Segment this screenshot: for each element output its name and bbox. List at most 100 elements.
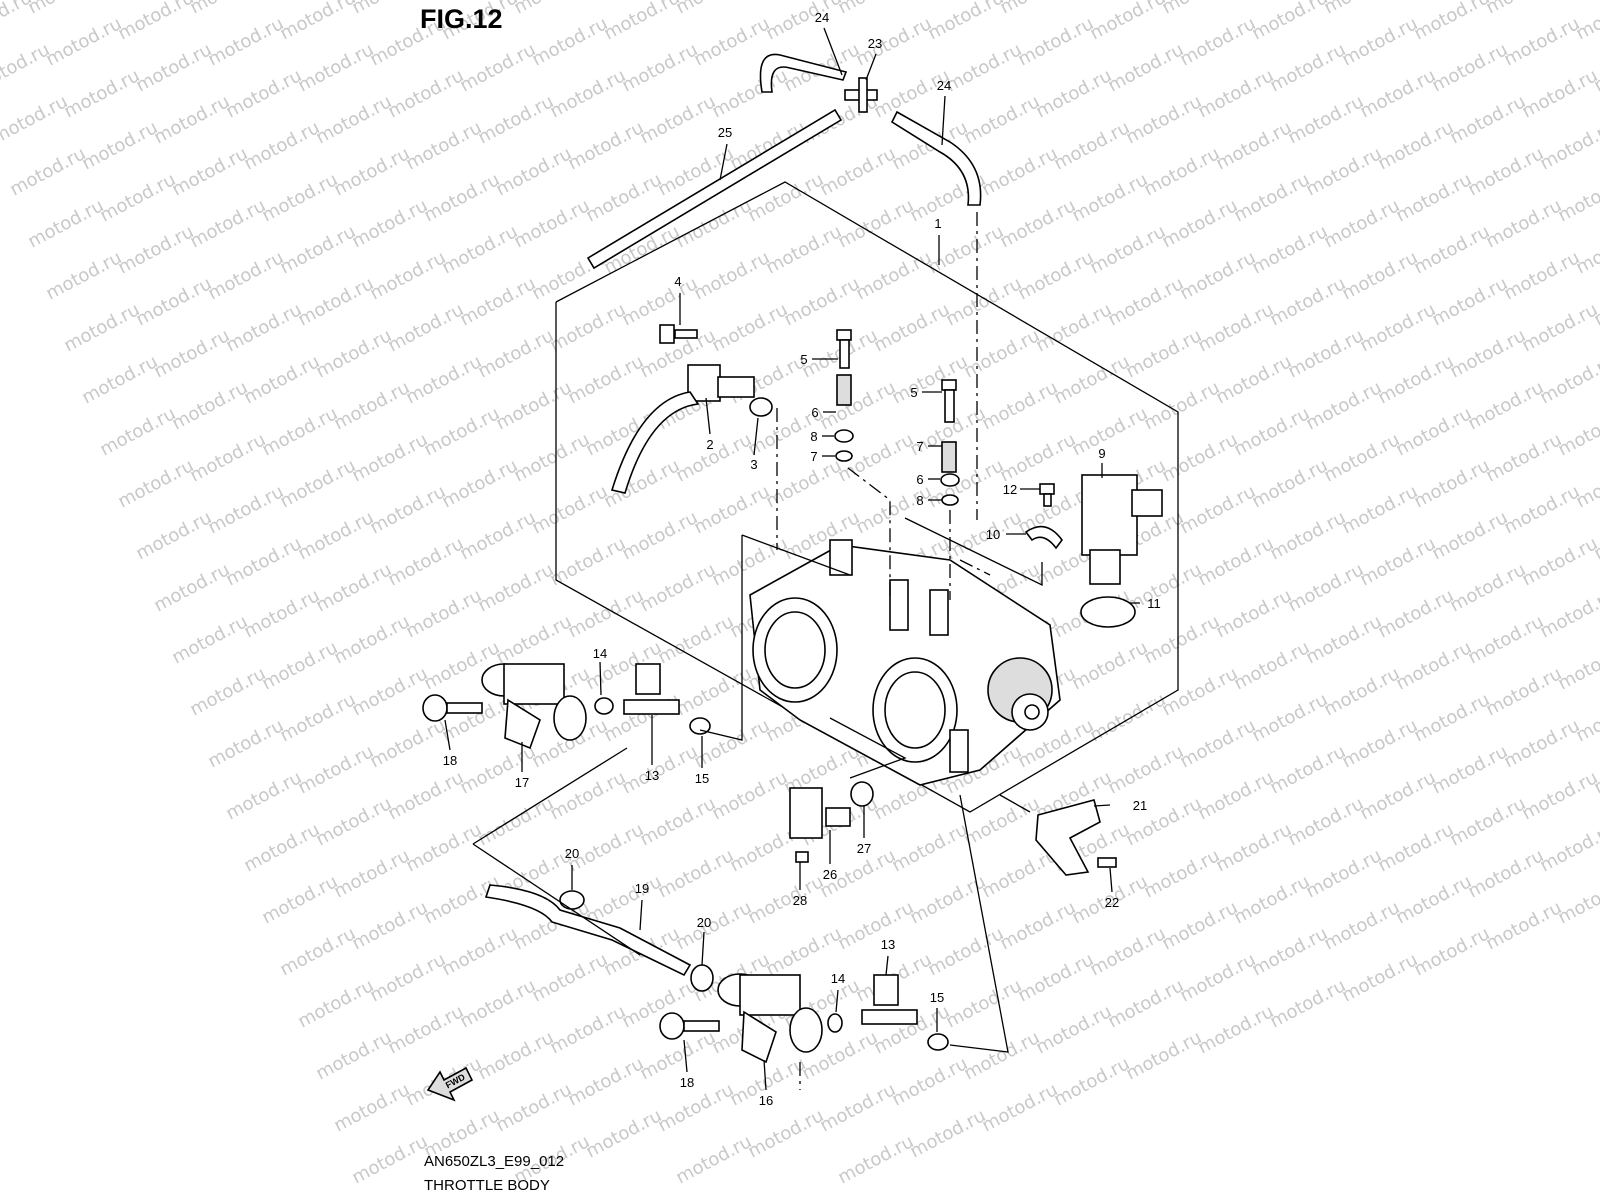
watermark-text: motod.ru [276,455,359,512]
watermark-text: motod.ru [348,195,431,252]
watermark-text: motod.ru [1374,585,1457,642]
watermark-text: motod.ru [1014,13,1097,70]
watermark-text: motod.ru [1302,845,1385,902]
watermark-text: motod.ru [1086,923,1169,980]
watermark-text: motod.ru [1176,715,1259,772]
leader-lines [444,27,1140,1091]
watermark-text: motod.ru [1158,663,1241,720]
watermark-text: motod.ru [1356,767,1439,824]
watermark-text: motod.ru [744,871,827,928]
watermark-text: motod.ru [1266,975,1349,1032]
watermark-text: motod.ru [1248,923,1331,980]
watermark-text: motod.ru [1122,1027,1205,1084]
watermark-text: motod.ru [654,845,737,902]
watermark-text: motod.ru [96,169,179,226]
callout-3: 3 [750,457,757,472]
watermark-text: motod.ru [204,13,287,70]
watermark-text: motod.ru [546,767,629,824]
watermark-text: motod.ru [6,143,89,200]
watermark-text: motod.ru [924,0,1007,44]
watermark-text: motod.ru [1068,169,1151,226]
watermark-text: motod.ru [1554,403,1600,460]
watermark-text: motod.ru [150,91,233,148]
watermark-text: motod.ru [1086,689,1169,746]
watermark-text: motod.ru [834,0,917,18]
watermark-text: motod.ru [312,1027,395,1084]
watermark-text: motod.ru [1446,793,1529,850]
watermark-text: motod.ru [384,533,467,590]
watermark-text: motod.ru [492,1079,575,1136]
watermark-text: motod.ru [1500,481,1583,538]
watermark-text: motod.ru [366,715,449,772]
watermark-text: motod.ru [402,585,485,642]
watermark-text: motod.ru [420,169,503,226]
watermark-text: motod.ru [1212,819,1295,876]
callout-19: 19 [635,881,649,896]
watermark-text: motod.ru [1374,819,1457,876]
watermark-text: motod.ru [258,637,341,694]
watermark-text: motod.ru [294,507,377,564]
sensor-assembly-2 [610,324,773,494]
watermark-text: motod.ru [1464,377,1547,434]
watermark-text: motod.ru [1068,637,1151,694]
callout-18: 18 [443,753,457,768]
callout-7: 7 [916,439,923,454]
watermark-text: motod.ru [510,195,593,252]
watermark-text: motod.ru [78,351,161,408]
callout-20: 20 [565,846,579,861]
watermark-text: motod.ru [1464,611,1547,668]
callout-27: 27 [857,841,871,856]
watermark-text: motod.ru [1500,13,1583,70]
watermark-text: motod.ru [0,39,53,96]
watermark-text: motod.ru [834,897,917,954]
watermark-text: motod.ru [492,611,575,668]
watermark-text: motod.ru [582,169,665,226]
watermark-text: motod.ru [1140,611,1223,668]
watermark-text: motod.ru [1338,715,1421,772]
watermark-text: motod.ru [528,481,611,538]
watermark-text: motod.ru [1572,455,1600,512]
watermark-text: motod.ru [114,455,197,512]
watermark-text: motod.ru [312,559,395,616]
watermark-text: motod.ru [1176,949,1259,1006]
watermark-text: motod.ru [636,91,719,148]
left-sensor-group [422,663,711,750]
watermark-text: motod.ru [1536,819,1600,876]
watermark-text: motod.ru [600,455,683,512]
watermark-text: motod.ru [294,273,377,330]
watermark-text: motod.ru [456,975,539,1032]
callout-16: 16 [759,1093,773,1108]
watermark-text: motod.ru [618,741,701,798]
watermark-text: motod.ru [1212,585,1295,642]
watermark-text: motod.ru [978,143,1061,200]
watermark-text: motod.ru [1032,1001,1115,1058]
watermark-text: motod.ru [960,1027,1043,1084]
watermark-text: motod.ru [834,195,917,252]
watermark-text: motod.ru [1086,0,1169,44]
diagram-code: AN650ZL3_E99_012 [424,1153,565,1170]
watermark-text: motod.ru [1104,39,1187,96]
callout-14: 14 [831,971,845,986]
right-sensor-group [659,973,949,1064]
watermark-text: motod.ru [402,819,485,876]
watermark-text: motod.ru [312,91,395,148]
watermark-text: motod.ru [1356,65,1439,122]
watermark-text: motod.ru [1266,273,1349,330]
watermark-text: motod.ru [852,481,935,538]
watermark-text: motod.ru [456,273,539,330]
callout-10: 10 [986,527,1000,542]
watermark-text: motod.ru [438,455,521,512]
callout-15: 15 [695,771,709,786]
watermark-text: motod.ru [1140,845,1223,902]
watermark-text: motod.ru [1194,1001,1277,1058]
watermark-text: motod.ru [1482,429,1565,486]
watermark-text: motod.ru [924,455,1007,512]
watermark-text: motod.ru [1518,533,1600,590]
watermark-text: motod.ru [1482,0,1565,18]
watermark-text: motod.ru [1104,975,1187,1032]
watermark-text: motod.ru [1266,507,1349,564]
callout-28: 28 [793,893,807,908]
watermark-text: motod.ru [330,845,413,902]
watermark-text: motod.ru [276,0,359,44]
